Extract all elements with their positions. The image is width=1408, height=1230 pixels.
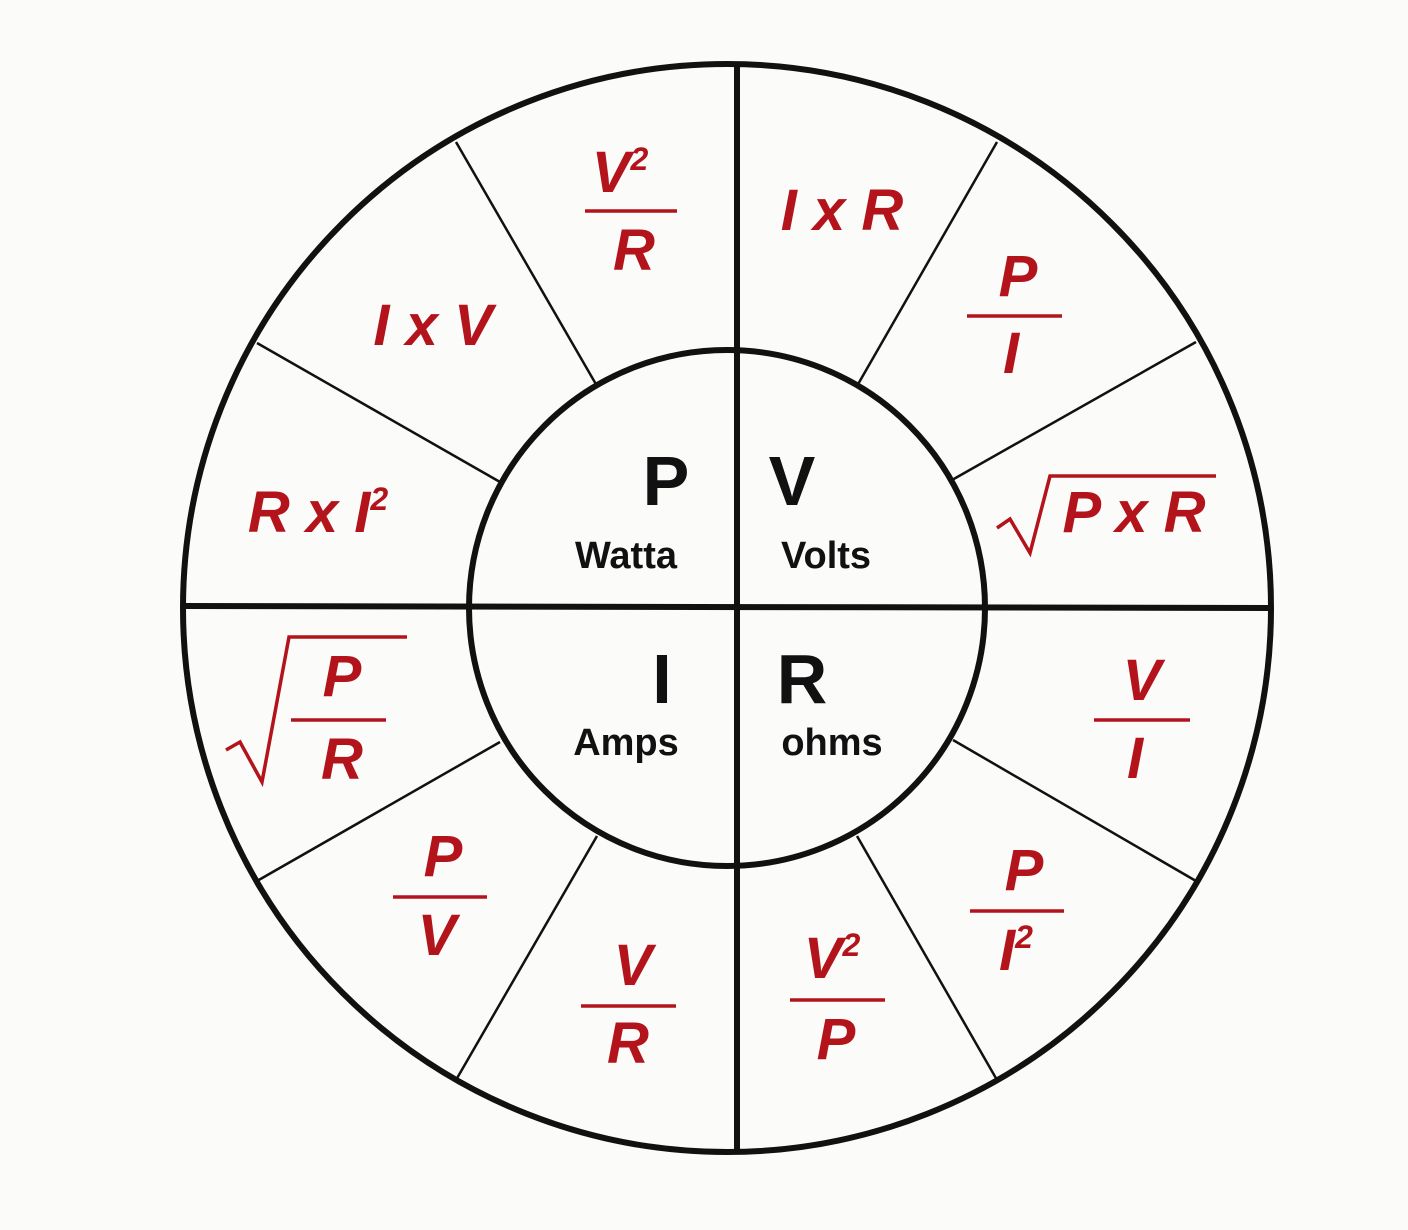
sector-divider: [952, 738, 1197, 883]
sector-divider: [256, 740, 501, 883]
formula-v2-over-p: V2 P: [790, 926, 885, 1072]
svg-text:P: P: [817, 1007, 856, 1072]
svg-text:I2: I2: [999, 918, 1033, 983]
svg-text:R: R: [321, 727, 363, 792]
svg-text:P: P: [424, 824, 463, 889]
formula-v-over-i: V I: [1094, 648, 1190, 791]
svg-text:I x V: I x V: [373, 293, 497, 358]
svg-text:P: P: [323, 644, 362, 709]
resistance-quadrant: R ohms: [777, 640, 883, 764]
svg-text:V: V: [418, 903, 461, 968]
svg-text:R: R: [607, 1011, 649, 1076]
formula-p-over-i: P I: [967, 244, 1062, 386]
power-unit: Watta: [575, 535, 678, 577]
svg-text:V2: V2: [804, 926, 861, 991]
radical-sign: [225, 635, 407, 788]
formula-p-over-i2: P I2: [970, 838, 1064, 983]
sector-divider: [855, 835, 999, 1081]
sector-divider: [855, 141, 999, 387]
resistance-unit: ohms: [781, 722, 882, 764]
current-quadrant: I Amps: [573, 640, 679, 764]
sector-divider: [454, 141, 599, 387]
voltage-quadrant: V Volts: [769, 442, 871, 577]
svg-text:V: V: [1123, 648, 1166, 713]
svg-text:V: V: [614, 933, 657, 998]
svg-text:I x R: I x R: [781, 178, 904, 243]
svg-text:I: I: [1127, 726, 1145, 791]
resistance-symbol: R: [777, 640, 828, 718]
radical-sign: [996, 474, 1216, 558]
formula-v-over-r: V R: [581, 933, 676, 1076]
sector-divider: [454, 835, 599, 1081]
svg-text:P: P: [1005, 838, 1044, 903]
formula-sqrt-p-over-r: P R: [225, 635, 407, 792]
svg-text:R x I2: R x I2: [248, 480, 389, 545]
current-symbol: I: [652, 640, 671, 718]
formula-v2-over-r: V2 R: [585, 140, 677, 283]
svg-text:R: R: [613, 218, 655, 283]
sector-divider: [256, 341, 501, 484]
current-unit: Amps: [573, 722, 679, 764]
horizontal-divider: [182, 603, 1271, 611]
voltage-symbol: V: [769, 442, 816, 520]
svg-text:V2: V2: [592, 140, 649, 205]
voltage-unit: Volts: [781, 535, 871, 577]
formula-r-times-i2: R x I2: [248, 480, 389, 545]
formula-i-times-v: I x V: [373, 293, 497, 358]
svg-text:P x R: P x R: [1063, 480, 1206, 545]
sector-divider: [951, 340, 1197, 482]
power-symbol: P: [643, 442, 690, 520]
formula-sqrt-p-times-r: P x R: [996, 474, 1216, 558]
formula-p-over-v: P V: [393, 824, 487, 968]
svg-text:P: P: [999, 244, 1038, 309]
power-quadrant: P Watta: [575, 442, 689, 577]
svg-text:I: I: [1003, 321, 1021, 386]
formula-i-times-r: I x R: [781, 178, 904, 243]
